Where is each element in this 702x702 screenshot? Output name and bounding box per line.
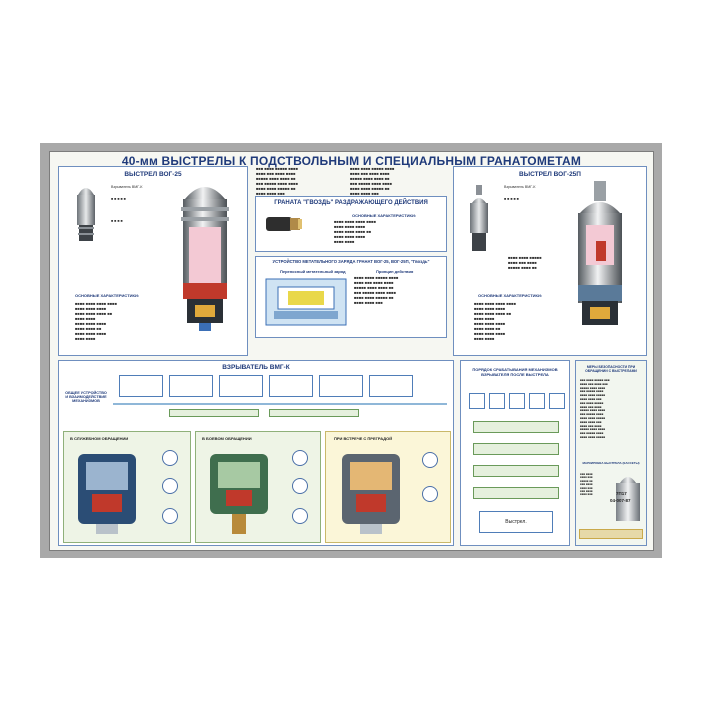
fuze-block xyxy=(319,375,363,397)
fuze-detail-gauge xyxy=(292,478,308,494)
poster-title: 40-мм ВЫСТРЕЛЫ К ПОДСТВОЛЬНЫМ И СПЕЦИАЛЬ… xyxy=(121,154,582,168)
marking-line1: 7П17 xyxy=(616,491,627,496)
fuze-detail-gauge xyxy=(162,508,178,524)
fuze-detail-gauge xyxy=(292,450,308,466)
vog25p-cartridge-image xyxy=(470,185,488,251)
fuze-block xyxy=(119,375,163,397)
vog25-cartridge-image xyxy=(77,188,95,241)
fuze-block xyxy=(269,375,313,397)
vog25p-note-text: ■■■■ ■■■■ ■■■■■■■■■ ■■■ ■■■■■■■■■ ■■■■ ■… xyxy=(508,255,542,270)
sequence-step xyxy=(489,393,505,409)
fuze-state-image xyxy=(210,454,268,534)
gvozd-title: ГРАНАТА "ГВОЗДЬ" РАЗДРАЖАЮЩЕГО ДЕЙСТВИЯ xyxy=(274,200,428,206)
vog25p-section-image xyxy=(578,181,622,325)
fuze-state-panel: В СЛУЖЕБНОМ ОБРАЩЕНИИ xyxy=(63,431,191,543)
vog25-char-list: ■■■■ ■■■■ ■■■■ ■■■■■■■■ ■■■■ ■■■■■■■■ ■■… xyxy=(75,301,117,341)
fuze-panel: ВЗРЫВАТЕЛЬ ВМГ-К ОБЩЕЕ УСТРОЙСТВО И ВЗАИ… xyxy=(58,360,454,546)
charge-principle-title: Принцип действия xyxy=(376,269,414,274)
fuze-detail-gauge xyxy=(162,450,178,466)
charge-diagram xyxy=(265,278,347,326)
fuze-block xyxy=(369,375,413,397)
fuze-link-bar xyxy=(113,403,447,405)
sequence-step xyxy=(473,487,559,499)
marking-text: ■■■ ■■■■■■■■ ■■■■■■■■ ■■■■■ ■■■■■■■■ ■■■… xyxy=(580,472,593,497)
vog25p-panel: ВЫСТРЕЛ ВОГ-25П Взрыватель ВМГ-К ■ ■ ■ ■… xyxy=(453,166,647,356)
charge-subtitle: Переносный метательный заряд xyxy=(280,269,346,274)
fuze-block xyxy=(169,409,259,417)
vog25p-char-list: ■■■■ ■■■■ ■■■■ ■■■■■■■■ ■■■■ ■■■■■■■■ ■■… xyxy=(474,301,516,341)
sequence-step xyxy=(509,393,525,409)
vog25-part-label: ■ ■ ■ ■ ■ xyxy=(111,197,126,201)
safety-panel: МЕРЫ БЕЗОПАСНОСТИ ПРИ ОБРАЩЕНИИ С ВЫСТРЕ… xyxy=(575,360,647,546)
sequence-step xyxy=(529,393,545,409)
gvozd-char-list: ■■■■ ■■■■ ■■■■ ■■■■■■■■ ■■■■ ■■■■■■■■ ■■… xyxy=(334,219,376,244)
fuze-detail-gauge xyxy=(292,508,308,524)
safety-text: ■■■ ■■■■ ■■■■■ ■■■■■■■ ■■■ ■■■■ ■■■■■■■■… xyxy=(580,378,610,439)
fuze-state-title: В БОЕВОМ ОБРАЩЕНИИ xyxy=(202,436,252,441)
sequence-step xyxy=(549,393,565,409)
sequence-step xyxy=(473,443,559,455)
charge-title: УСТРОЙСТВО МЕТАТЕЛЬНОГО ЗАРЯДА ГРАНАТ ВО… xyxy=(272,259,430,264)
vog25p-char-title: ОСНОВНЫЕ ХАРАКТЕРИСТИКИ: xyxy=(478,293,543,298)
fuze-title: ВЗРЫВАТЕЛЬ ВМГ-К xyxy=(222,364,290,371)
gvozd-panel: ГРАНАТА "ГВОЗДЬ" РАЗДРАЖАЮЩЕГО ДЕЙСТВИЯ … xyxy=(255,196,447,252)
fuze-state-panel: ПРИ ВСТРЕЧЕ С ПРЕГРАДОЙ xyxy=(325,431,451,543)
vog25p-fuze-label: Взрыватель ВМГ-К xyxy=(504,185,536,189)
fuze-detail-gauge xyxy=(162,478,178,494)
fuze-detail-gauge xyxy=(422,486,438,502)
sequence-title: ПОРЯДОК СРАБАТЫВАНИЯ МЕХАНИЗМОВ ВЗРЫВАТЕ… xyxy=(472,367,558,377)
sequence-step xyxy=(469,393,485,409)
fuze-state-title: В СЛУЖЕБНОМ ОБРАЩЕНИИ xyxy=(70,436,129,441)
gvozd-grenade-image xyxy=(266,217,302,231)
gvozd-char-title: ОСНОВНЫЕ ХАРАКТЕРИСТИКИ: xyxy=(352,213,417,218)
fuze-state-image xyxy=(342,454,400,534)
vog25-fuze-label: Взрыватель ВМГ-К xyxy=(111,185,143,189)
marking-line2: 04-007-87 xyxy=(610,498,631,503)
safety-title: МЕРЫ БЕЗОПАСНОСТИ ПРИ ОБРАЩЕНИИ С ВЫСТРЕ… xyxy=(585,365,637,373)
sequence-step xyxy=(473,465,559,477)
safety-footer-band xyxy=(579,529,643,539)
charge-principle-text: ■■■■ ■■■■ ■■■■■ ■■■■■■■■ ■■■ ■■■■ ■■■■■■… xyxy=(354,275,399,305)
sequence-final-step: Выстрел. xyxy=(479,511,553,533)
vog25-part-label: ■ ■ ■ ■ xyxy=(111,219,123,223)
vog25-panel: ВЫСТРЕЛ ВОГ-25 Взрыватель ВМГ-К ■ ■ ■ ■ … xyxy=(58,166,248,356)
fuze-block xyxy=(219,375,263,397)
poster: 40-мм ВЫСТРЕЛЫ К ПОДСТВОЛЬНЫМ И СПЕЦИАЛЬ… xyxy=(49,151,654,551)
charge-panel: УСТРОЙСТВО МЕТАТЕЛЬНОГО ЗАРЯДА ГРАНАТ ВО… xyxy=(255,256,447,338)
vog25p-part-label: ■ ■ ■ ■ ■ xyxy=(504,197,519,201)
fuze-general-title: ОБЩЕЕ УСТРОЙСТВО И ВЗАИМОДЕЙСТВИЕ МЕХАНИ… xyxy=(65,391,107,403)
vog25-section-image xyxy=(181,187,229,331)
cartridge-marking-image xyxy=(616,477,640,521)
safety-marking-title: МАРКИРОВКА ВЫСТРЕЛА (КАССЕТЫ) xyxy=(582,461,640,465)
sequence-panel: ПОРЯДОК СРАБАТЫВАНИЯ МЕХАНИЗМОВ ВЗРЫВАТЕ… xyxy=(460,360,570,546)
fuze-block xyxy=(169,375,213,397)
sequence-step xyxy=(473,421,559,433)
vog25-title: ВЫСТРЕЛ ВОГ-25 xyxy=(124,171,182,178)
fuze-state-panel: В БОЕВОМ ОБРАЩЕНИИ xyxy=(195,431,321,543)
fuze-detail-gauge xyxy=(422,452,438,468)
vog25p-title: ВЫСТРЕЛ ВОГ-25П xyxy=(519,171,581,178)
fuze-state-title: ПРИ ВСТРЕЧЕ С ПРЕГРАДОЙ xyxy=(334,436,393,441)
intro-text-left: ■■■ ■■■■ ■■■■■ ■■■■■■■■ ■■■ ■■■■ ■■■■■■■… xyxy=(256,166,298,196)
intro-text-right: ■■■■ ■■■■ ■■■■■ ■■■■■■■■ ■■■ ■■■■ ■■■■■■… xyxy=(350,166,395,196)
fuze-state-image xyxy=(78,454,136,534)
sequence-final-label: Выстрел. xyxy=(505,519,527,525)
fuze-block xyxy=(269,409,359,417)
vog25-char-title: ОСНОВНЫЕ ХАРАКТЕРИСТИКИ: xyxy=(75,293,140,298)
